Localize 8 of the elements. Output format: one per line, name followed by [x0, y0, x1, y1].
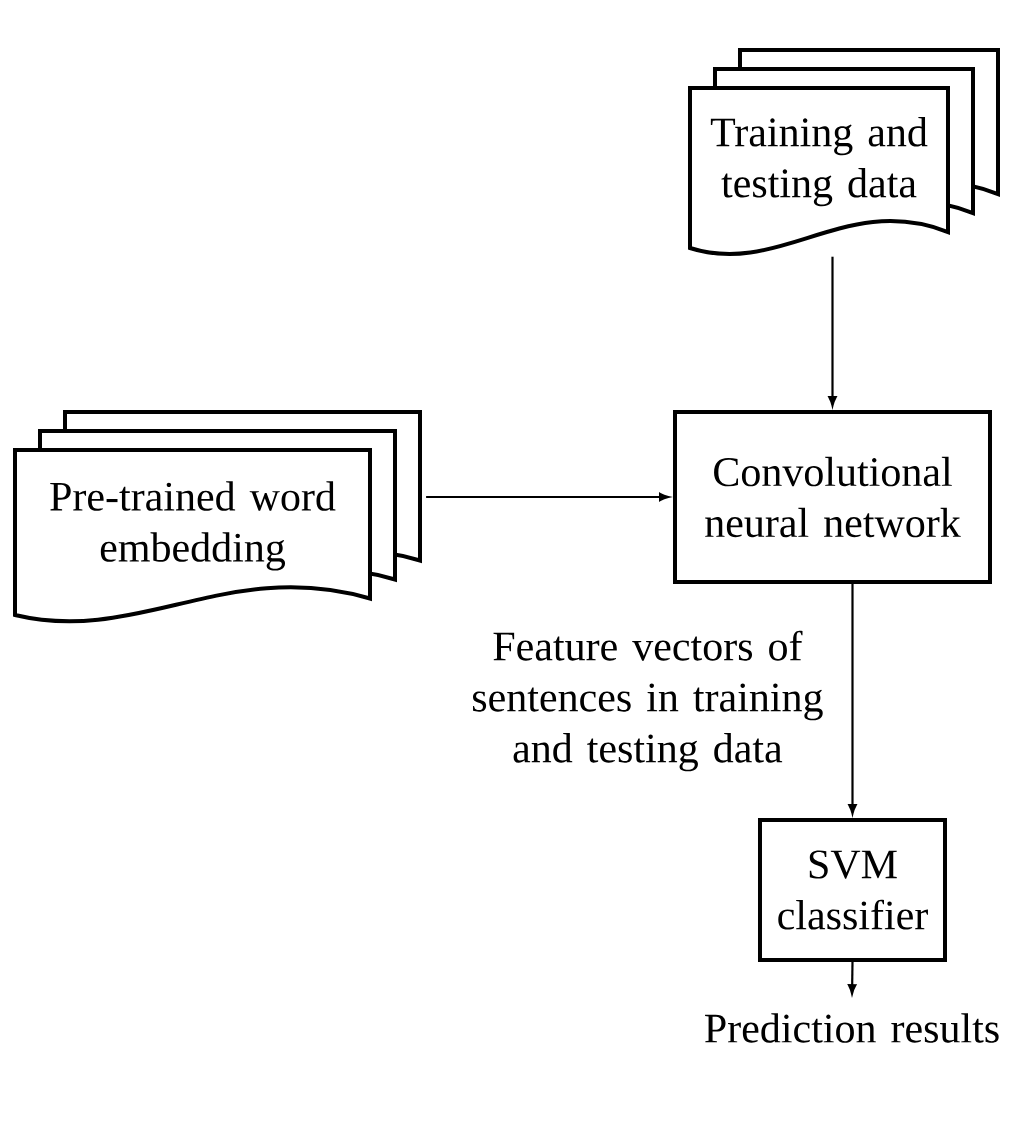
document-stack: Pre-trained word embedding	[13, 410, 422, 624]
arrow	[426, 492, 670, 502]
process-box: Convolutional neural network	[673, 410, 992, 584]
process-box: SVM classifier	[758, 818, 947, 962]
edge-label: Feature vectors of sentences in training and testing data	[455, 628, 840, 774]
arrow	[847, 962, 857, 995]
document-stack: Training and testing data	[688, 48, 1000, 257]
output-text: Prediction results	[705, 1013, 999, 1043]
